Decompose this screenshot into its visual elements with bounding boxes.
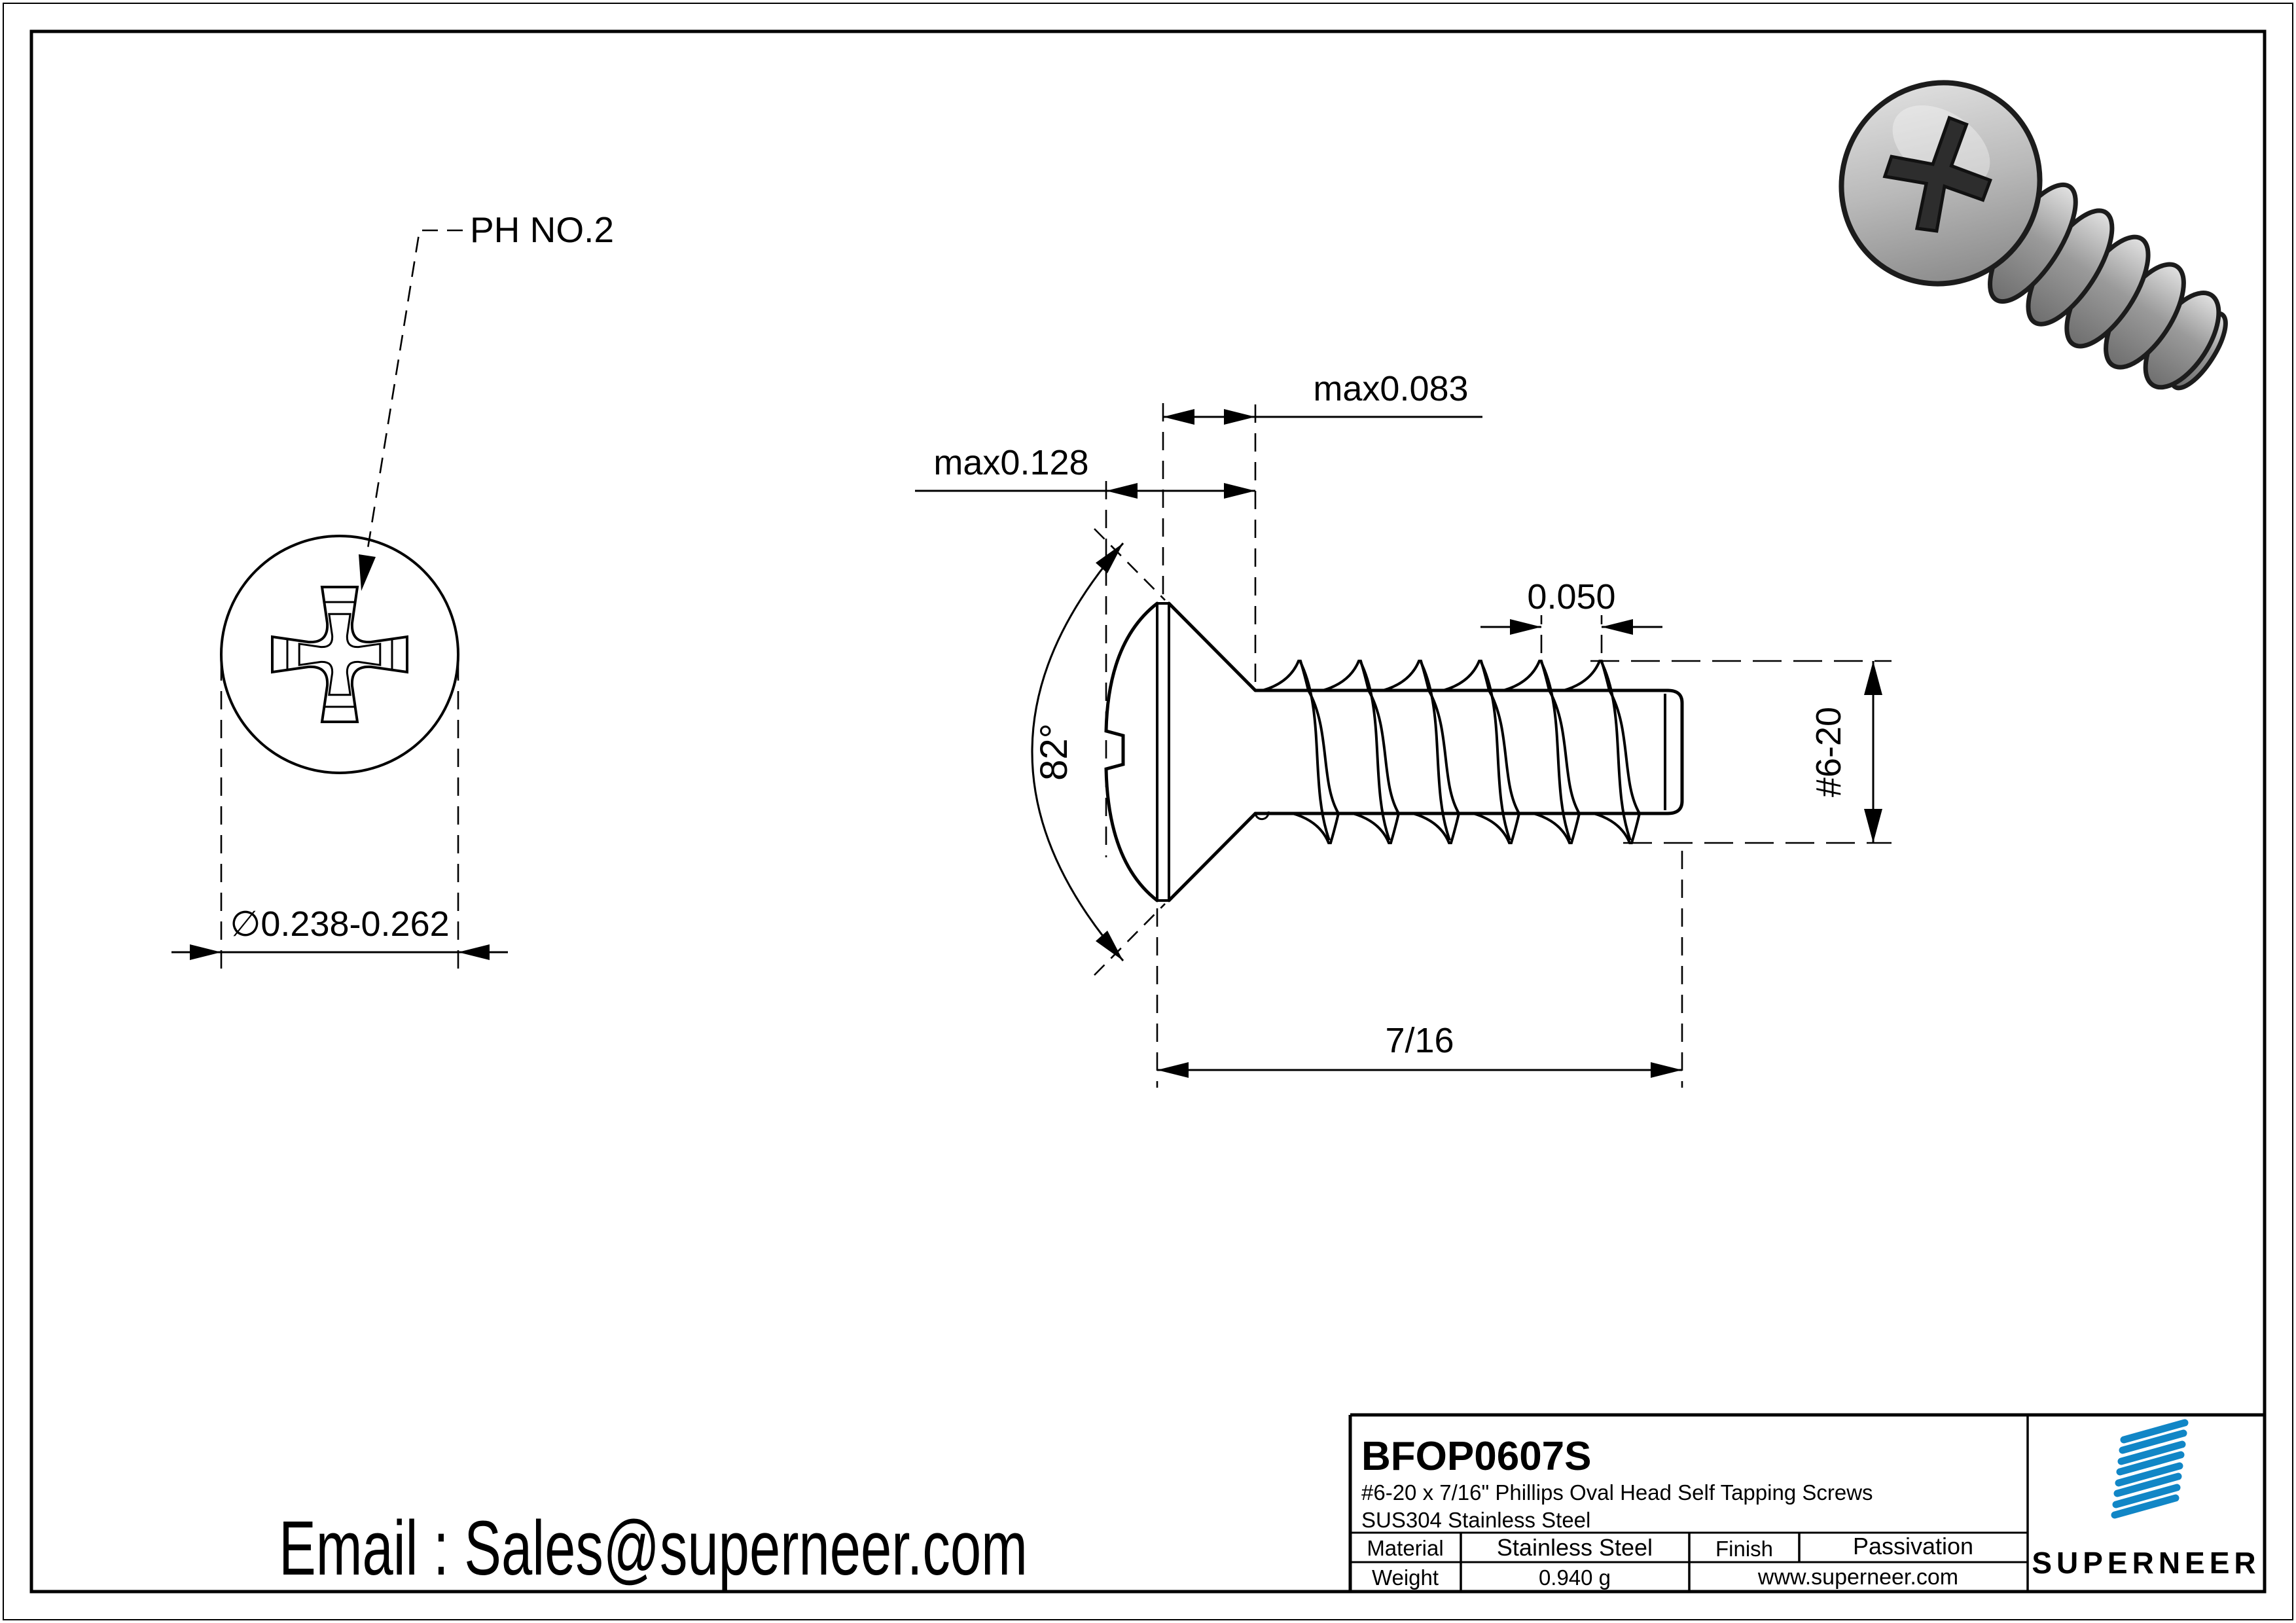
thread-size-dim: #6-20 [1809, 707, 1848, 797]
thread-helix-ribbons [1299, 662, 1641, 841]
render-coil [2064, 234, 2151, 349]
phillips-tip-chamfers [287, 602, 392, 707]
part-description-line2: SUS304 Stainless Steel [1361, 1508, 1590, 1532]
render-phillips-cross-icon [1882, 115, 1992, 233]
countersink-angle-dim: 82° [1033, 723, 1075, 781]
angle-arrow-bottom [1096, 931, 1123, 961]
email-line: Email : Sales@superneer.com [279, 1505, 1028, 1591]
part-number: BFOP0607S [1361, 1434, 1592, 1479]
page-border [3, 3, 2293, 1620]
thread-pitch-dim: 0.050 [1527, 577, 1615, 616]
screw-head-profile [1104, 601, 1257, 902]
length-extension-lines [1156, 851, 1683, 1088]
cone-height-dim: max0.083 [1313, 369, 1468, 408]
cone-height-arrow-right [1224, 409, 1255, 425]
tip-end-face [1666, 688, 1684, 815]
render-3d [1839, 80, 2228, 391]
cone-height-extension-lines [1162, 396, 1257, 682]
thread-size-arrow-top [1864, 661, 1882, 695]
thread-size-dimension: #6-20 [1590, 660, 1892, 844]
angle-arrow-top [1096, 543, 1123, 573]
diameter-arrow-left [190, 944, 221, 960]
head-diameter-dimension: ∅0.238-0.262 [171, 662, 508, 969]
head-height-arrow-right [1224, 483, 1255, 499]
bottom-thread-crests [1292, 812, 1641, 844]
length-arrow-right [1651, 1062, 1682, 1078]
head-height-arrow-left [1106, 483, 1138, 499]
render-thread-coils [1988, 182, 2228, 391]
render-coil [2104, 262, 2186, 370]
pitch-arrow-right [1602, 619, 1633, 635]
head-diameter-dim: ∅0.238-0.262 [230, 904, 449, 944]
thread-size-extension-lines [1590, 660, 1892, 844]
pitch-extension-lines [1540, 615, 1603, 653]
finish-value: Passivation [1853, 1533, 1973, 1560]
front-view: PH NO.2 ∅0.238-0.262 [171, 209, 614, 969]
length-dimension: 7/16 [1156, 851, 1683, 1088]
logo-stripes-icon [2111, 1419, 2189, 1519]
cone-height-dimension: max0.083 [1162, 369, 1482, 682]
angle-flank-extensions [1094, 528, 1166, 976]
top-thread-crests [1262, 660, 1611, 692]
material-label: Material [1367, 1536, 1443, 1560]
phillips-recess [272, 587, 407, 722]
ph-leader-arrow [359, 554, 376, 591]
phillips-outer-cross [272, 587, 407, 722]
superneer-logo: SUPERNEER [2032, 1419, 2260, 1580]
pitch-arrow-left [1510, 619, 1541, 635]
render-head [1839, 80, 2043, 287]
outer-border-line [3, 3, 2293, 1620]
thread-runout-curl [1254, 811, 1270, 821]
title-block: BFOP0607S #6-20 x 7/16" Phillips Oval He… [1348, 1413, 2265, 1592]
phillips-inner-cross [299, 614, 380, 695]
length-arrow-left [1157, 1062, 1189, 1078]
cone-height-arrow-left [1163, 409, 1194, 425]
brand-name: SUPERNEER [2032, 1546, 2260, 1580]
finish-label: Finish [1715, 1537, 1773, 1561]
head-band-lines [1156, 602, 1170, 902]
countersink-angle-dimension: 82° [1031, 528, 1166, 976]
main-border-line [29, 29, 2267, 1594]
diameter-extension-lines [220, 662, 459, 969]
material-value: Stainless Steel [1497, 1534, 1653, 1561]
ph-size-label: PH NO.2 [470, 209, 614, 250]
head-cone-flanks [1167, 601, 1257, 902]
part-description-line1: #6-20 x 7/16" Phillips Oval Head Self Ta… [1361, 1480, 1873, 1505]
title-block-column-lines [1460, 1415, 2029, 1592]
ph-leader-line [365, 229, 463, 557]
weight-value: 0.940 g [1539, 1565, 1611, 1590]
thread-size-arrow-bottom [1864, 809, 1882, 843]
website-link[interactable]: www.superneer.com [1757, 1565, 1958, 1590]
side-view: max0.083 max0.128 82° 0.050 [915, 369, 1892, 1088]
screw-threads [1262, 660, 1641, 844]
screw-length-dim: 7/16 [1385, 1021, 1454, 1060]
head-outline-circle [220, 535, 459, 774]
email-text: Email : Sales@superneer.com [279, 1505, 1028, 1591]
head-dome-arc [1104, 601, 1159, 902]
head-height-dimension: max0.128 [915, 443, 1255, 857]
title-block-grid [1348, 1413, 2265, 1592]
ph-callout: PH NO.2 [359, 209, 614, 591]
angle-arc [1031, 543, 1124, 961]
diameter-arrow-right [458, 944, 490, 960]
head-height-dim: max0.128 [933, 443, 1088, 482]
thread-pitch-dimension: 0.050 [1480, 577, 1662, 653]
weight-label: Weight [1372, 1565, 1439, 1590]
